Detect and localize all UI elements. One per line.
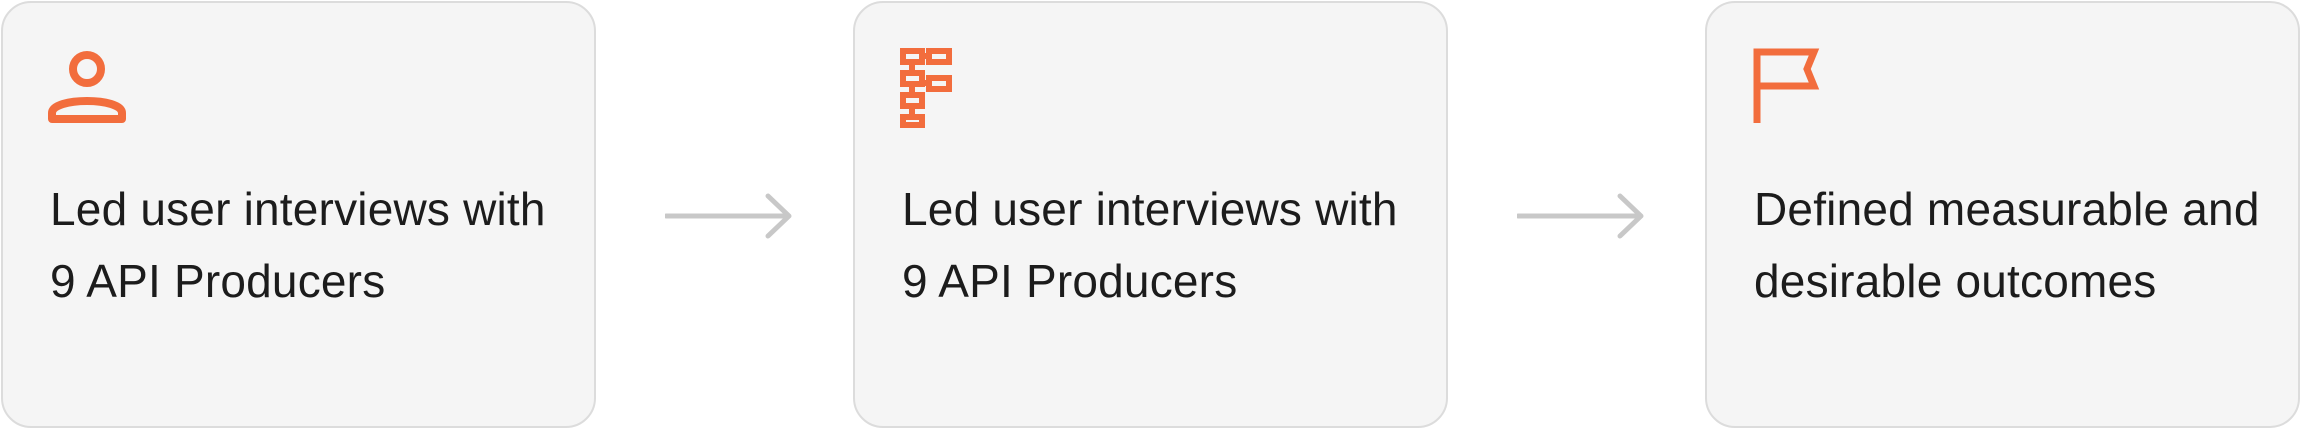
step-text: Led user interviews with 9 API Producers <box>902 183 1398 307</box>
step-card-1: Led user interviews with 9 API Producers <box>1 1 596 428</box>
flag-icon <box>1752 48 1832 128</box>
flow-arrow <box>1515 188 1647 244</box>
step-card-3: Defined measurable and desirable outcome… <box>1705 1 2300 428</box>
sitemap-icon <box>900 48 980 128</box>
flow-arrow <box>663 188 795 244</box>
step-card-2: Led user interviews with 9 API Producers <box>853 1 1448 428</box>
step-text: Led user interviews with 9 API Producers <box>50 183 546 307</box>
user-icon <box>48 48 128 128</box>
step-text: Defined measurable and desirable outcome… <box>1754 183 2260 307</box>
